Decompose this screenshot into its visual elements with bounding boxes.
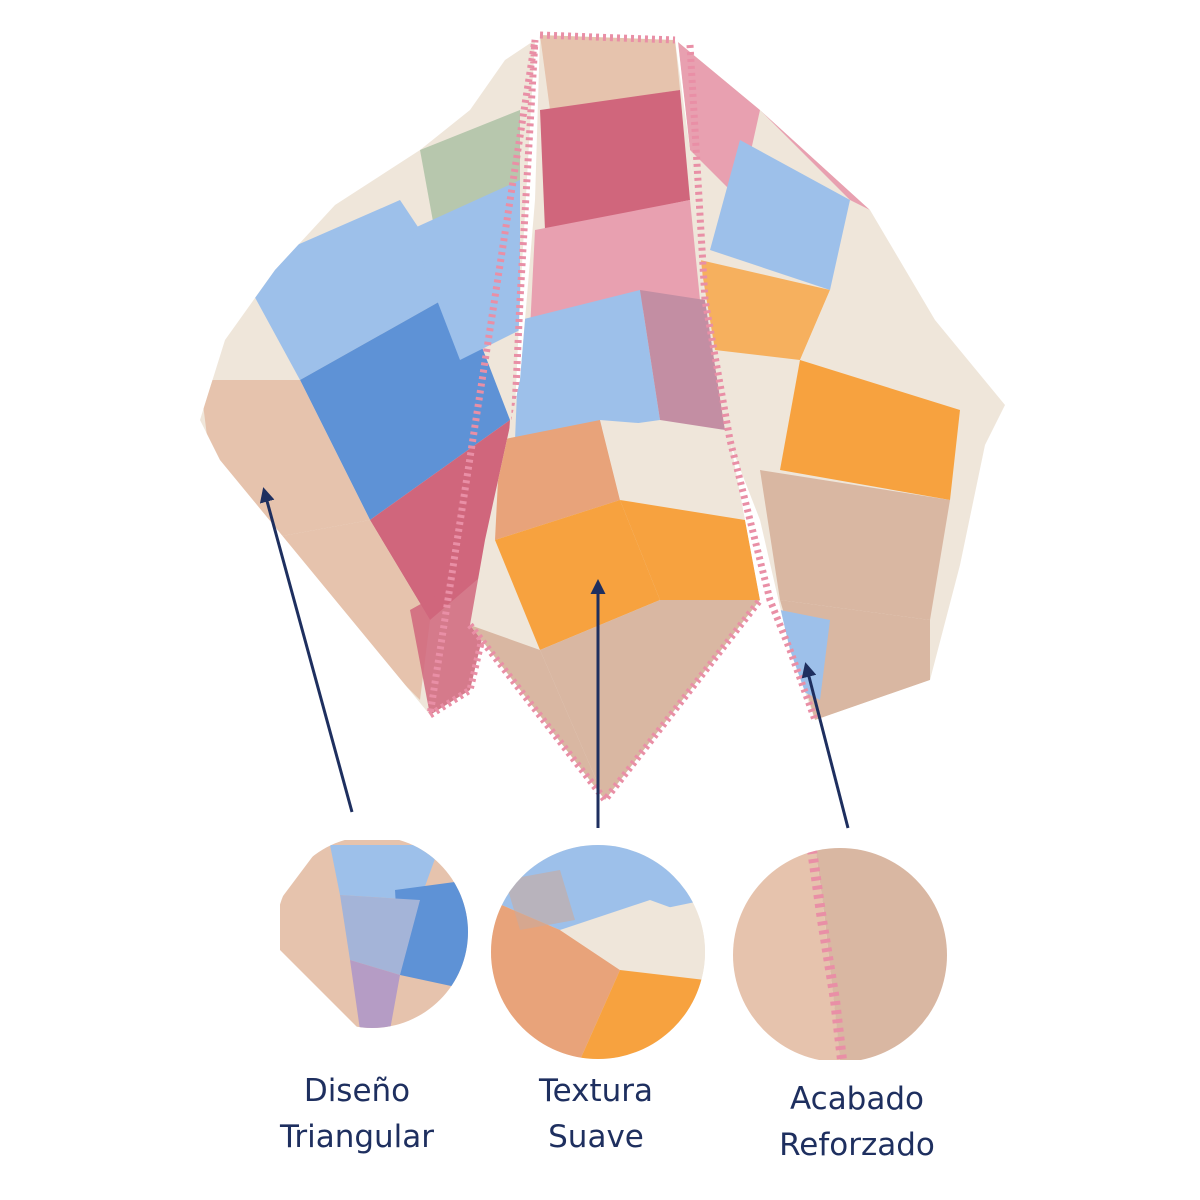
arrow-finish: [801, 662, 850, 829]
caption-line-2: Triangular: [279, 1119, 435, 1155]
scarf-collar-stitch: [539, 31, 676, 44]
caption-line-2: Suave: [548, 1119, 644, 1155]
caption-line-1: Acabado: [789, 1081, 925, 1117]
caption-reinforced-finish: Acabado Reforzado: [727, 1076, 987, 1168]
arrow-triangular: [259, 487, 354, 813]
caption-triangular-design: Diseño Triangular: [227, 1068, 487, 1160]
stitched-edge-closeup: [733, 848, 947, 1062]
triangular-corner-closeup: [276, 836, 468, 1028]
soft-texture-closeup: [491, 845, 705, 1059]
caption-line-1: Textura: [538, 1073, 654, 1109]
caption-line-2: Reforzado: [779, 1127, 935, 1163]
scarf-right-edge: [686, 44, 819, 722]
caption-soft-texture: Textura Suave: [466, 1068, 726, 1160]
caption-line-1: Diseño: [303, 1073, 411, 1109]
